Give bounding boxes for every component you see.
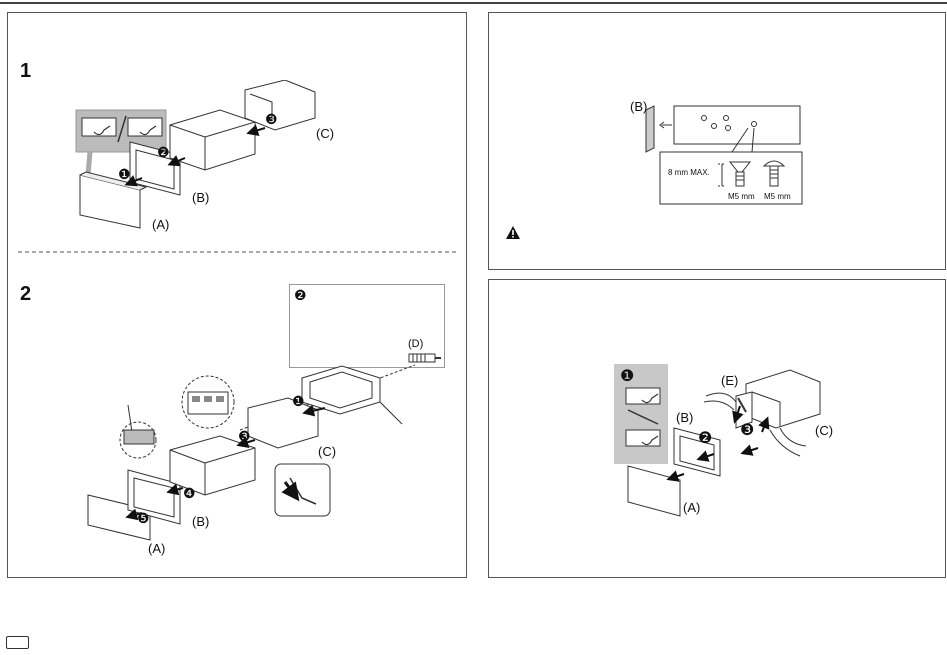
label-C: (C) — [316, 126, 335, 141]
removal-label-A: (A) — [683, 500, 701, 515]
step2-label-A: (A) — [148, 541, 166, 556]
removal-marker-3: ❸ — [740, 422, 755, 439]
label-D: (D) — [408, 338, 424, 350]
callout-box — [289, 284, 445, 368]
page-number-box — [6, 636, 29, 649]
step2-marker-1: ❶ — [292, 393, 305, 409]
callout-marker-2: ❷ — [294, 287, 307, 303]
step-number-1: 1 — [20, 60, 32, 82]
removal-label-B: (B) — [676, 410, 694, 425]
diagram-step-1 — [75, 80, 316, 229]
removal-marker-2: ❷ — [698, 430, 713, 447]
step2-marker-5: ❺ — [137, 510, 150, 526]
step2-marker-4: ❹ — [183, 485, 196, 501]
max-depth-label: 8 mm MAX. — [668, 168, 710, 177]
label-A: (A) — [152, 217, 170, 232]
diagram-screw-mount — [645, 105, 803, 205]
warning-icon — [506, 226, 520, 239]
step2-marker-3: ❸ — [238, 428, 251, 444]
panel-pocket-removal — [488, 279, 946, 578]
removal-label-C: (C) — [815, 423, 834, 438]
diagram-step-2 — [87, 364, 416, 541]
marker-1: ❶ — [118, 166, 131, 182]
screw-right-label: M5 mm — [764, 192, 791, 201]
step2-label-C: (C) — [318, 444, 337, 459]
screw-left-label: M5 mm — [728, 192, 755, 201]
diagram-pocket-removal — [627, 369, 821, 517]
marker-3: ❸ — [265, 111, 278, 127]
dashed-separator — [18, 251, 458, 253]
removal-hint-box — [614, 364, 668, 464]
removal-marker-1: ❶ — [620, 368, 635, 385]
marker-2: ❷ — [157, 144, 170, 160]
screwdriver-icon — [408, 353, 441, 363]
removal-hint-buttons — [625, 387, 661, 447]
step-number-2: 2 — [20, 283, 32, 305]
removal-label-E: (E) — [721, 373, 739, 388]
top-rule — [0, 2, 947, 4]
label-B: (B) — [192, 190, 210, 205]
step2-label-B: (B) — [192, 514, 210, 529]
screw-label-B: (B) — [630, 99, 648, 114]
